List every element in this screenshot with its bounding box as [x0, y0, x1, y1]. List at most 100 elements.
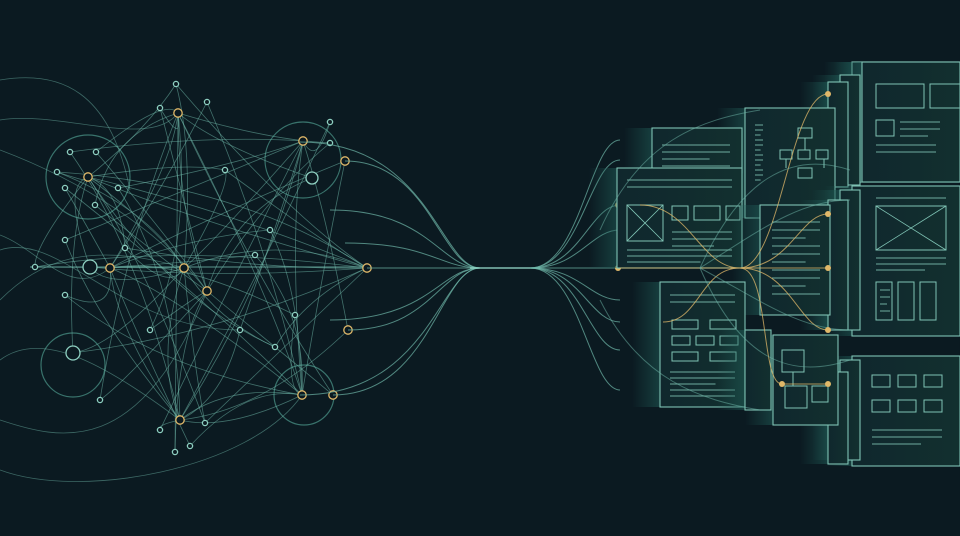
network-node-major — [179, 263, 189, 273]
network-link — [183, 140, 304, 269]
branch-line — [739, 93, 829, 269]
network-link — [109, 267, 181, 421]
doc-box — [923, 374, 943, 388]
network-link — [99, 112, 179, 401]
network-link — [239, 140, 304, 331]
network-node — [236, 326, 244, 334]
doc-box — [875, 83, 925, 109]
network-node — [291, 311, 299, 319]
network-link — [34, 255, 368, 269]
network-link — [174, 290, 208, 453]
network-link — [109, 229, 271, 269]
network-link — [34, 176, 89, 268]
doc-box — [709, 319, 737, 330]
network-node — [61, 291, 69, 299]
network-node — [91, 201, 99, 209]
branch-node — [779, 381, 785, 387]
network-node — [61, 236, 69, 244]
doc-box — [897, 281, 915, 321]
network-node — [114, 184, 122, 192]
doc-page — [772, 334, 839, 426]
network-node-major — [105, 263, 115, 273]
network-node-major — [175, 415, 185, 425]
network-link — [159, 107, 208, 292]
network-node — [251, 251, 259, 259]
network-link — [124, 247, 368, 269]
document-page — [589, 167, 743, 269]
network-link — [0, 394, 303, 482]
funnel-line-in — [347, 267, 481, 331]
network-node — [271, 343, 279, 351]
funnel-line-in — [332, 267, 481, 396]
network-link — [109, 112, 179, 269]
network-node — [61, 184, 69, 192]
document-page — [624, 127, 743, 174]
funnel-line-out — [529, 159, 621, 269]
convergence-funnel — [299, 139, 666, 396]
network-node-hub — [82, 259, 98, 275]
network-node — [146, 326, 154, 334]
branch-strand — [599, 109, 761, 231]
branch-strand — [699, 199, 851, 269]
network-link — [0, 112, 179, 130]
doc-glow — [589, 168, 619, 268]
network-node — [221, 166, 229, 174]
doc-page — [851, 185, 960, 337]
network-link — [175, 83, 188, 269]
network-link — [175, 83, 368, 269]
network-node — [171, 448, 179, 456]
network-link — [269, 229, 303, 396]
network-link — [183, 267, 206, 424]
document-page — [732, 204, 831, 316]
network-link — [64, 267, 111, 303]
network-link — [183, 249, 368, 269]
branch-line — [739, 213, 829, 269]
network-node — [203, 98, 211, 106]
network-link — [87, 176, 276, 348]
network-link — [254, 254, 303, 396]
network-node — [92, 148, 100, 156]
network-link — [94, 112, 179, 206]
doc-box — [871, 399, 891, 413]
network-link — [71, 176, 89, 354]
network-link — [206, 142, 331, 292]
network-link — [206, 101, 303, 396]
network-link — [177, 112, 303, 396]
network-link — [0, 234, 111, 279]
funnel-line-out — [529, 267, 621, 323]
network-link — [56, 171, 185, 269]
network-link — [69, 138, 304, 153]
network-node — [186, 442, 194, 450]
branch-strand — [599, 299, 761, 411]
network-link — [0, 347, 181, 421]
network-link — [177, 112, 334, 396]
network-link — [224, 169, 368, 269]
document-stack — [589, 61, 960, 467]
network-link — [183, 169, 227, 269]
network-node — [96, 396, 104, 404]
doc-box — [923, 399, 943, 413]
network-link — [206, 290, 334, 396]
funnel-line-out — [529, 267, 621, 301]
doc-box — [929, 83, 960, 109]
network-link — [109, 267, 303, 396]
doc-box — [671, 319, 699, 330]
network-link — [179, 140, 304, 421]
network-link — [0, 77, 131, 191]
hub-ring — [264, 121, 342, 199]
network-link — [72, 267, 185, 354]
doc-box — [897, 399, 917, 413]
funnel-line-in — [299, 267, 481, 396]
network-link — [0, 290, 208, 434]
funnel-line-out — [529, 139, 621, 269]
document-branch-lines — [599, 91, 851, 411]
network-link — [183, 267, 276, 348]
doc-box — [815, 149, 829, 160]
doc-box — [693, 205, 721, 221]
network-node-hub — [305, 171, 319, 185]
network-node-major — [202, 286, 212, 296]
network-link — [109, 101, 208, 269]
network-link — [302, 140, 349, 331]
funnel-line-in — [329, 209, 481, 269]
